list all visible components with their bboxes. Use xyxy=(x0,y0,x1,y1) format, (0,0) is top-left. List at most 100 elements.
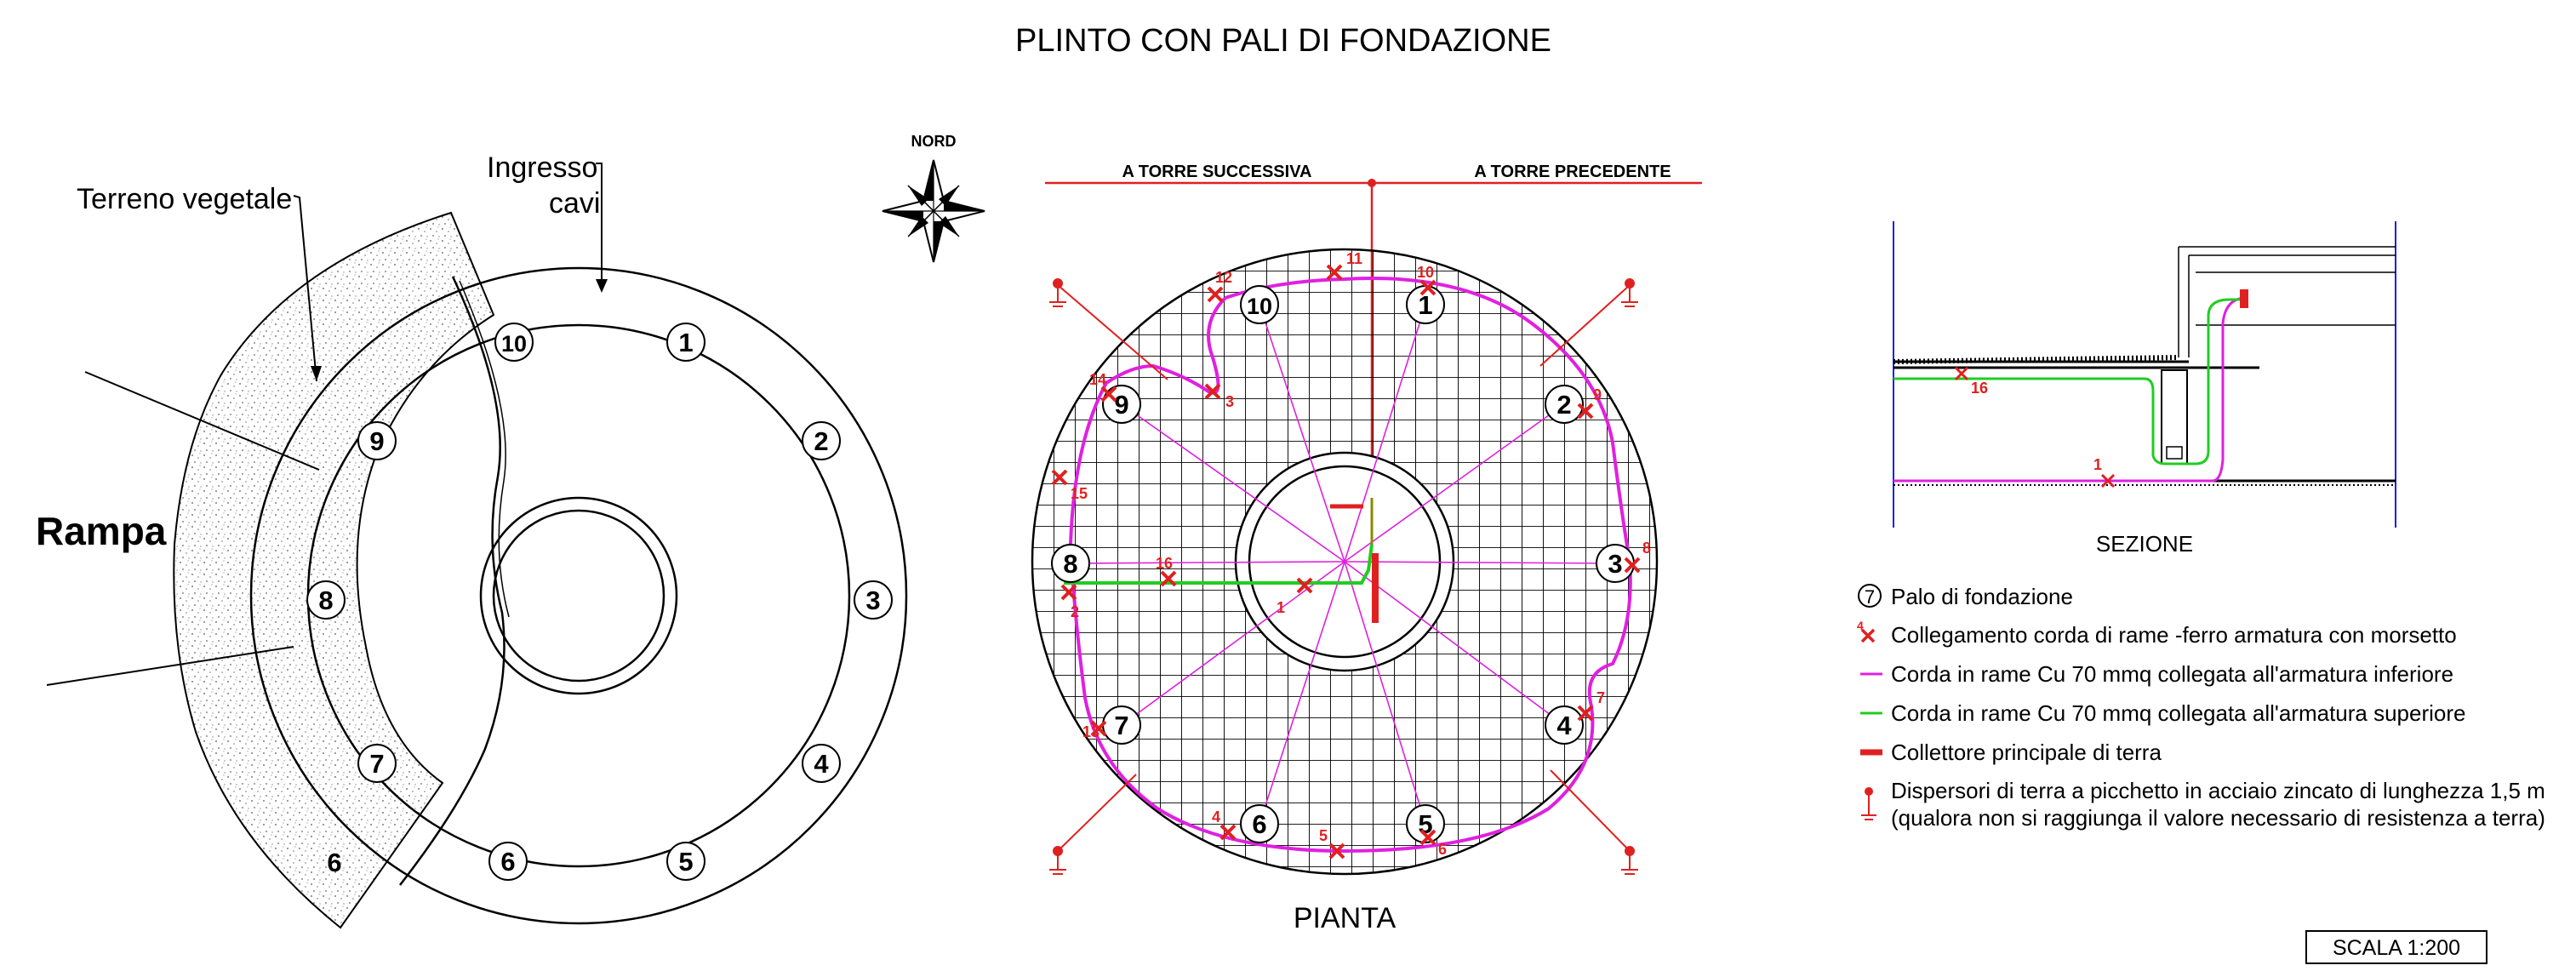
soil-band xyxy=(173,211,495,929)
plan-view: A TORRE SUCCESSIVA A TORRE PRECEDENTE xyxy=(1031,163,1702,934)
terreno-leader xyxy=(293,195,317,382)
legend-upper-cord-text: Corda in rame Cu 70 mmq collegata all'ar… xyxy=(1891,700,2466,726)
svg-text:16: 16 xyxy=(1156,555,1173,572)
plan-pile-10: 10 xyxy=(1240,285,1279,324)
lower-ring-cord xyxy=(1068,277,1632,854)
legend-pile: 7 Palo di fondazione xyxy=(1858,584,2073,609)
shaft-inner-circle xyxy=(492,509,665,683)
left-pile-10-label: 10 xyxy=(501,331,527,357)
left-pile-8-label: 8 xyxy=(318,585,333,615)
left-pile-6: 6 xyxy=(488,842,528,881)
plan-pile-7-label: 7 xyxy=(1114,711,1128,740)
svg-text:13: 13 xyxy=(1082,723,1100,740)
plan-pile-4: 4 xyxy=(1545,705,1584,745)
section-marker-b: 1 xyxy=(2093,456,2102,473)
svg-text:10: 10 xyxy=(1417,264,1434,281)
plan-pile-2-label: 2 xyxy=(1556,390,1571,420)
svg-text:1: 1 xyxy=(1277,599,1285,616)
plan-pile-10-label: 10 xyxy=(1247,294,1272,319)
svg-text:6: 6 xyxy=(1438,841,1447,858)
section-caption: SEZIONE xyxy=(2096,531,2193,557)
legend-pile-symbol: 7 xyxy=(1865,586,1875,608)
outer-plinth-circle xyxy=(249,266,908,925)
left-pile-7-label: 7 xyxy=(369,749,384,779)
rampa-line-upper xyxy=(84,371,320,471)
scale-box: SCALA 1:200 xyxy=(2305,930,2487,964)
drawing-title: PLINTO CON PALI DI FONDAZIONE xyxy=(1015,23,1551,59)
svg-text:11: 11 xyxy=(1346,250,1362,267)
plan-outer-circle xyxy=(1031,248,1659,876)
left-pile-1: 1 xyxy=(666,323,705,362)
legend-collector-text: Collettore principale di terra xyxy=(1891,740,2162,765)
legend-dispersers-text-1: Dispersori di terra a picchetto in accia… xyxy=(1891,778,2545,803)
plan-pile-6-label: 6 xyxy=(1252,809,1266,839)
shaft-outer-circle xyxy=(479,496,678,695)
plan-pile-2: 2 xyxy=(1545,385,1584,424)
plan-pile-6: 6 xyxy=(1240,804,1279,843)
ingresso-label-1: Ingresso xyxy=(487,151,597,184)
legend-connection-symbol: 4 xyxy=(1857,619,1864,632)
soil-pile-label: 6 xyxy=(327,848,341,877)
svg-text:4: 4 xyxy=(1212,808,1220,825)
section-view: 16 1 SEZIONE xyxy=(1893,221,2396,557)
plan-pile-7: 7 xyxy=(1102,705,1141,745)
legend-upper-cord: Corda in rame Cu 70 mmq collegata all'ar… xyxy=(1860,700,2466,726)
legend-lower-cord: Corda in rame Cu 70 mmq collegata all'ar… xyxy=(1860,661,2453,687)
left-pile-3-label: 3 xyxy=(865,585,880,615)
plan-pile-9: 9 xyxy=(1102,385,1141,424)
dispersers xyxy=(1057,284,1631,852)
svg-text:7: 7 xyxy=(1596,689,1605,706)
left-pile-6-label: 6 xyxy=(500,847,515,877)
plan-pile-8: 8 xyxy=(1051,544,1090,583)
left-pile-7: 7 xyxy=(357,744,397,783)
plan-piles: 1 2 3 4 5 6 7 8 9 10 xyxy=(1051,285,1635,843)
left-pile-5-label: 5 xyxy=(678,847,693,877)
plan-pile-1-label: 1 xyxy=(1418,290,1432,320)
left-pile-4: 4 xyxy=(802,744,841,783)
svg-text:9: 9 xyxy=(1593,386,1602,403)
left-pile-9: 9 xyxy=(357,421,397,460)
svg-text:12: 12 xyxy=(1215,269,1232,286)
plan-label-left: A TORRE SUCCESSIVA xyxy=(1122,163,1312,181)
legend-pile-text: Palo di fondazione xyxy=(1891,584,2073,609)
left-pile-5: 5 xyxy=(666,842,705,881)
left-piles: 1 2 3 4 5 6 7 8 9 10 xyxy=(306,323,893,881)
plan-pile-4-label: 4 xyxy=(1556,711,1572,740)
svg-text:3: 3 xyxy=(1225,393,1234,410)
left-pile-1-label: 1 xyxy=(678,328,693,357)
terreno-label: Terreno vegetale xyxy=(77,183,292,215)
connection-numbers: 1 2 3 4 5 6 7 8 9 10 11 12 13 14 15 16 xyxy=(1071,250,1651,858)
ingresso-label-2: cavi xyxy=(549,187,600,220)
left-pile-2-label: 2 xyxy=(814,426,828,456)
north-compass: NORD xyxy=(882,133,985,263)
svg-text:2: 2 xyxy=(1071,603,1079,620)
left-pile-2: 2 xyxy=(802,421,841,460)
svg-text:5: 5 xyxy=(1319,827,1328,844)
radial-cords xyxy=(1070,304,1616,825)
left-pile-8: 8 xyxy=(306,580,346,620)
left-pile-10: 10 xyxy=(494,323,534,362)
svg-text:8: 8 xyxy=(1642,540,1651,557)
plan-pile-9-label: 9 xyxy=(1114,390,1128,420)
connection-marks xyxy=(1051,264,1641,860)
excavation-line xyxy=(399,276,505,886)
disperser-symbols xyxy=(1049,278,1638,875)
legend: 7 Palo di fondazione 4 Collegamento cord… xyxy=(1857,584,2545,831)
plan-pile-8-label: 8 xyxy=(1063,549,1077,579)
left-view: 1 2 3 4 5 6 7 8 9 10 6 Terreno vegetale … xyxy=(36,151,908,929)
legend-lower-cord-text: Corda in rame Cu 70 mmq collegata all'ar… xyxy=(1891,661,2453,687)
section-marker-a: 16 xyxy=(1971,380,1988,397)
legend-collector: Collettore principale di terra xyxy=(1860,740,2162,765)
svg-text:14: 14 xyxy=(1089,371,1106,388)
legend-connection: 4 Collegamento corda di rame -ferro arma… xyxy=(1857,619,2457,648)
left-pile-4-label: 4 xyxy=(814,749,829,779)
plan-pile-3-label: 3 xyxy=(1608,549,1622,579)
rampa-line-lower xyxy=(46,646,294,686)
plan-pile-5: 5 xyxy=(1406,804,1445,843)
left-pile-9-label: 9 xyxy=(369,426,384,456)
legend-dispersers: Dispersori di terra a picchetto in accia… xyxy=(1861,778,2545,831)
plan-label-right: A TORRE PRECEDENTE xyxy=(1474,163,1671,181)
upper-cord xyxy=(1064,544,1374,585)
ingresso-leader xyxy=(596,163,603,288)
